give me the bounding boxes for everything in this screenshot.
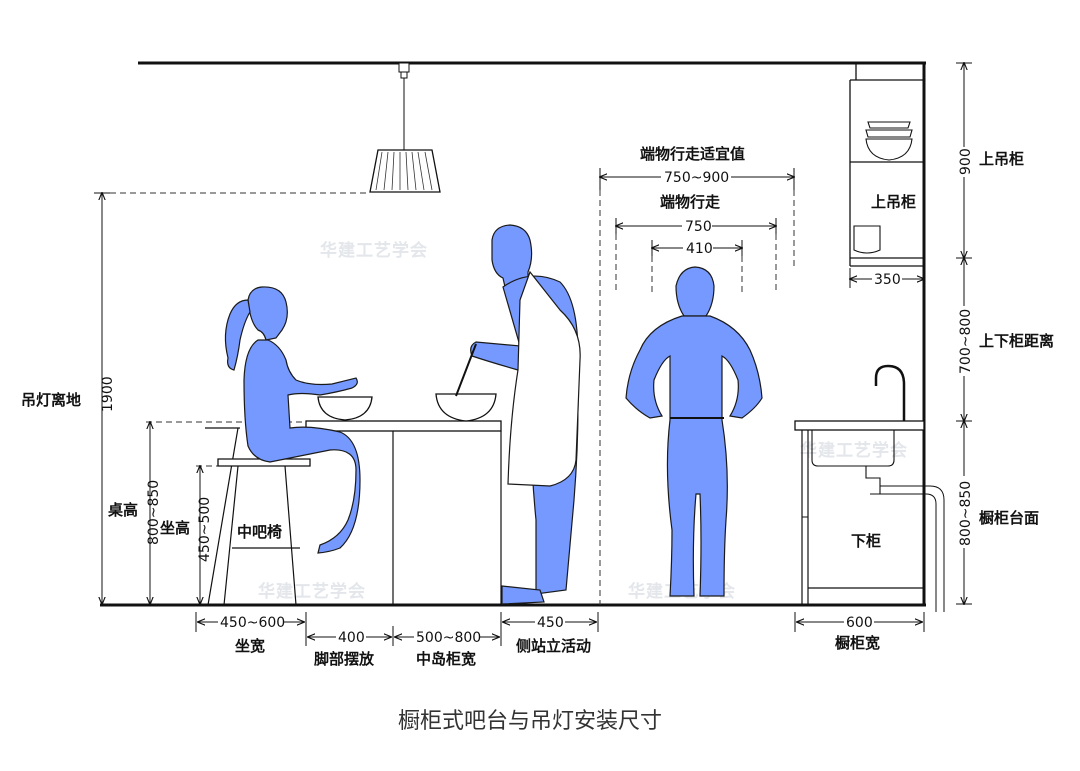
- watermark-4: 华建工艺学会: [800, 440, 908, 461]
- caption: 橱柜式吧台与吊灯安装尺寸: [398, 709, 662, 734]
- table-height-value: 800~850: [146, 480, 162, 545]
- seat-height-label: 坐高: [160, 519, 190, 537]
- lower-cabinet-label: 下柜: [851, 532, 881, 550]
- island-counter-icon: [305, 420, 502, 605]
- passage-ideal-label: 端物行走适宜值: [640, 145, 745, 163]
- standing-person-figure: [625, 266, 763, 597]
- upper-cabinet-height-value: 900: [958, 148, 974, 175]
- pendant-lamp-icon: [369, 62, 441, 193]
- upper-cabinet-side-label: 上吊柜: [979, 150, 1024, 168]
- cabinet-width-value: 600: [846, 615, 873, 631]
- upper-cabinet-inner-label: 上吊柜: [871, 193, 916, 211]
- seated-woman-figure: [224, 286, 361, 554]
- passage-value: 750: [685, 219, 712, 235]
- upper-cabinet-depth-value: 350: [874, 272, 901, 288]
- side-stand-label: 侧站立活动: [516, 637, 591, 655]
- standing-chef-figure: [455, 224, 581, 605]
- watermark-2: 华建工艺学会: [258, 581, 366, 602]
- gap-value: 700~800: [958, 309, 974, 374]
- counter-top-label: 橱柜台面: [979, 509, 1039, 527]
- bar-stool-icon: [205, 427, 311, 606]
- table-height-label: 桌高: [107, 501, 138, 519]
- side-stand-value: 450: [537, 615, 564, 631]
- counter-height-value: 800~850: [958, 481, 974, 546]
- foot-label: 脚部摆放: [314, 650, 375, 668]
- island-label: 中岛柜宽: [416, 650, 476, 668]
- passage-ideal-value: 750~900: [664, 170, 729, 186]
- lower-cabinet-icon: [794, 420, 945, 612]
- seat-width-label: 坐宽: [235, 637, 265, 655]
- lamp-height-label: 吊灯离地: [21, 391, 81, 409]
- foot-value: 400: [338, 630, 365, 646]
- lamp-height-value: 1900: [100, 376, 116, 412]
- shoulder-value: 410: [686, 241, 713, 257]
- faucet-icon: [874, 364, 906, 421]
- chair-label: 中吧椅: [237, 523, 282, 541]
- watermark-1: 华建工艺学会: [320, 240, 428, 261]
- cabinet-width-label: 橱柜宽: [835, 634, 880, 652]
- upper-cabinet-icon: [849, 63, 924, 267]
- seat-width-value: 450~600: [220, 615, 285, 631]
- gap-label: 上下柜距离: [979, 332, 1054, 350]
- bowl-icon-right: [435, 393, 497, 422]
- seat-height-value: 450~500: [197, 497, 213, 562]
- passage-label: 端物行走: [660, 193, 720, 211]
- island-value: 500~800: [416, 630, 481, 646]
- bowl-icon-left: [317, 396, 373, 421]
